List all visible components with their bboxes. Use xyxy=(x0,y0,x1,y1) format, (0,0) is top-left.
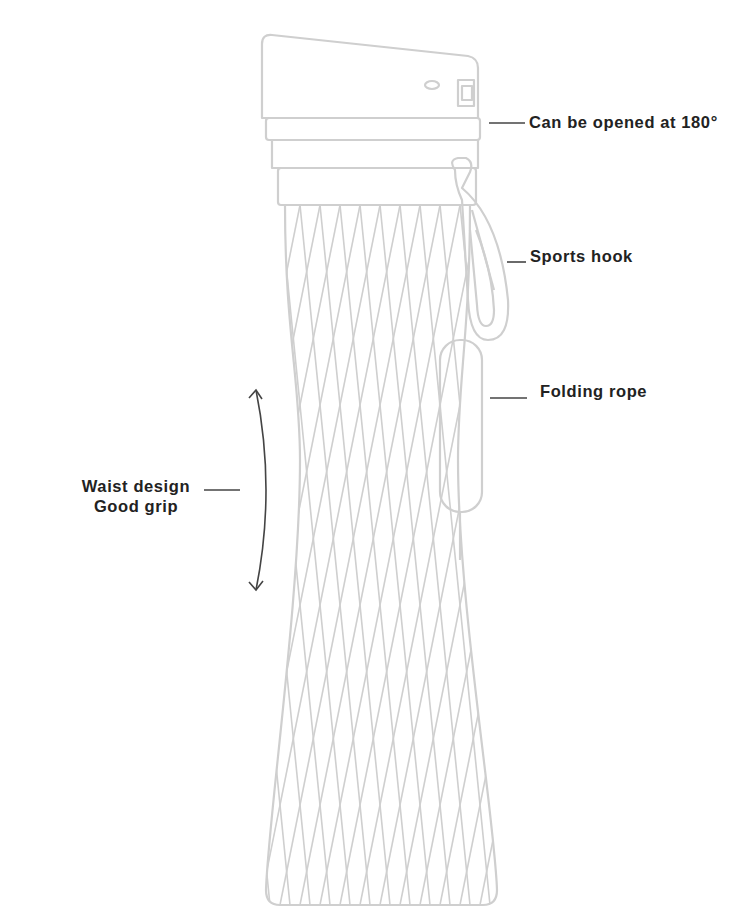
mesh-stroke xyxy=(460,205,530,905)
lid-band xyxy=(266,118,480,140)
feature-label: Can be opened at 180° xyxy=(529,113,718,133)
feature-label: Folding rope xyxy=(540,382,647,402)
mesh-stroke xyxy=(220,205,290,905)
mesh-stroke xyxy=(180,205,320,905)
folding-rope xyxy=(440,340,482,512)
rope-strap xyxy=(459,512,461,560)
mesh-stroke xyxy=(380,205,520,905)
mesh-stroke xyxy=(200,205,270,905)
leader-line xyxy=(204,489,240,491)
mesh-stroke xyxy=(120,205,260,905)
mesh-stroke xyxy=(80,205,220,905)
leader-line xyxy=(507,261,526,263)
leader-line xyxy=(490,397,527,399)
mesh-stroke xyxy=(280,205,420,905)
feature-label: Sports hook xyxy=(530,247,633,267)
hook-inner xyxy=(470,230,494,326)
mesh-stroke xyxy=(240,205,380,905)
mesh-stroke xyxy=(480,205,620,905)
mesh-stroke xyxy=(100,205,240,905)
mesh-stroke xyxy=(140,205,210,905)
mesh-stroke xyxy=(140,205,280,905)
mesh-stroke xyxy=(300,205,440,905)
mesh-stroke xyxy=(200,205,340,905)
mesh-stroke xyxy=(460,205,600,905)
mesh-stroke xyxy=(160,205,230,905)
mesh-stroke xyxy=(480,205,550,905)
sports-hook xyxy=(452,158,508,340)
leader-line xyxy=(489,122,525,124)
arrow-head xyxy=(249,581,263,590)
mesh-stroke xyxy=(220,205,360,905)
mesh-stroke xyxy=(340,205,480,905)
feature-label: Waist design Good grip xyxy=(66,477,206,517)
lid-button xyxy=(458,80,474,106)
mesh-stroke xyxy=(320,205,460,905)
mesh-stroke xyxy=(180,205,250,905)
mesh-stroke xyxy=(360,205,500,905)
mesh-stroke xyxy=(260,205,400,905)
bottle-lid xyxy=(262,35,478,118)
mesh-stroke xyxy=(160,205,300,905)
neck-band xyxy=(278,168,476,205)
lid-dot xyxy=(425,81,439,89)
bottle-neck xyxy=(272,140,478,168)
mesh-sleeve xyxy=(80,205,620,905)
mesh-stroke xyxy=(520,205,590,905)
mesh-stroke xyxy=(500,205,570,905)
range-arrow xyxy=(256,390,266,590)
arrow-head xyxy=(249,390,262,399)
mesh-stroke xyxy=(420,205,560,905)
mesh-stroke xyxy=(400,205,540,905)
mesh-stroke xyxy=(440,205,580,905)
